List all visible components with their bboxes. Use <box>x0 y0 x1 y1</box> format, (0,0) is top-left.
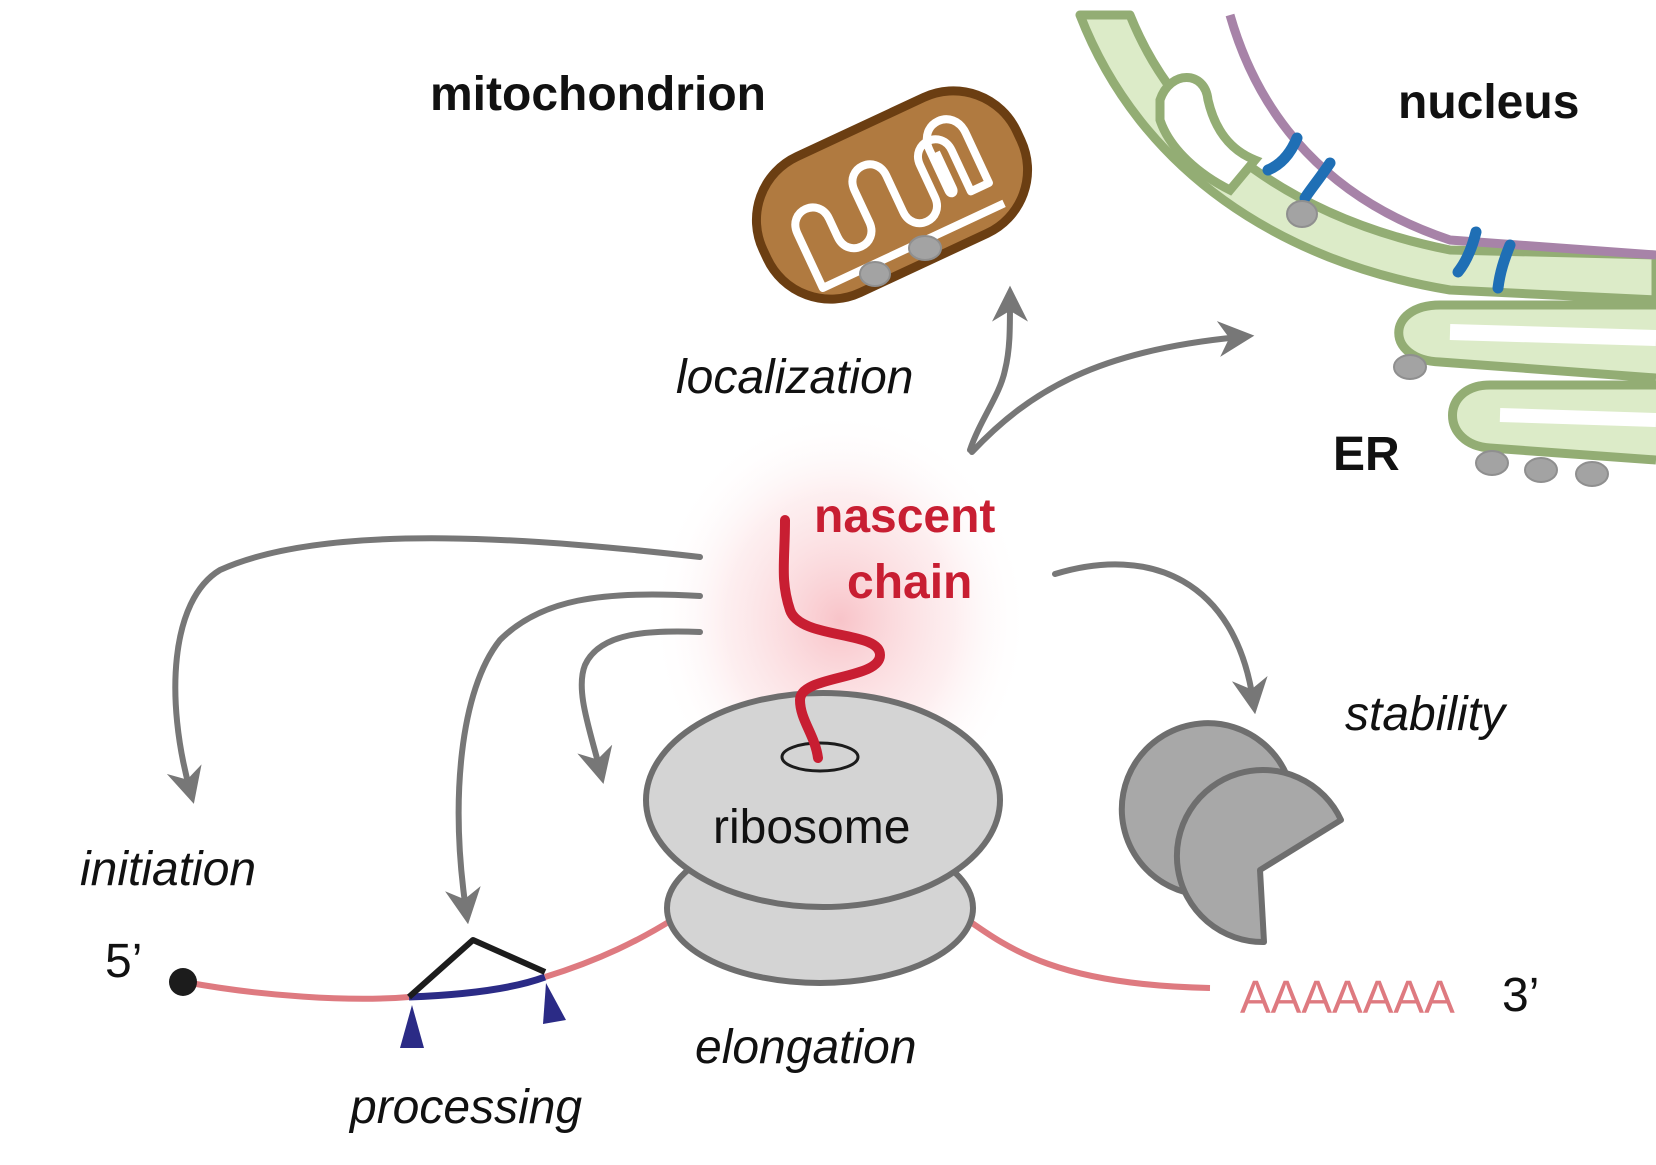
degradation-enzyme-body <box>1173 767 1344 946</box>
mrna-middle-segment <box>544 915 677 980</box>
ribosome-graphic <box>643 690 1003 986</box>
arrow-to-mitochondrion <box>967 285 1028 453</box>
exit-tunnel <box>780 741 860 773</box>
nascent-chain-label-line1: nascent <box>814 490 995 543</box>
poly-a-tail: AAAAAAA <box>1240 971 1455 1023</box>
mitochondrion-ribosomes <box>859 235 942 287</box>
nuclear-pore-2 <box>1452 226 1516 294</box>
splice-site-marker-right <box>543 983 566 1024</box>
mitochondrion-graphic <box>751 86 1033 304</box>
mrna-3prime-segment <box>963 915 1211 991</box>
er-nucleus-region <box>1075 10 1656 487</box>
nascent-chain-label-line2: chain <box>847 556 972 609</box>
ribosome-large-subunit <box>643 690 1003 910</box>
nuclear-envelope-band <box>1075 10 1656 305</box>
elongation-label: elongation <box>695 1021 917 1074</box>
mitochondrion-label: mitochondrion <box>430 68 766 121</box>
splice-lariat <box>407 937 547 1000</box>
nuclear-membrane <box>1225 13 1656 260</box>
three-prime-label: 3’ <box>1502 969 1539 1022</box>
five-prime-label: 5’ <box>105 935 142 988</box>
arrow-to-elongation <box>577 628 703 784</box>
er-bound-ribosomes <box>1286 200 1609 487</box>
arrow-to-processing <box>445 591 703 925</box>
five-prime-cap <box>169 968 197 996</box>
processing-label: processing <box>348 1081 582 1134</box>
splice-site-marker-left <box>400 1005 424 1048</box>
mitochondrion-cristae <box>791 115 1006 292</box>
stability-label: stability <box>1345 688 1508 741</box>
localization-label: localization <box>676 351 913 404</box>
nuclear-pore-1 <box>1262 132 1336 204</box>
nascent-chain <box>778 515 886 763</box>
mrna-strand <box>169 915 1211 1048</box>
arrow-to-er <box>969 321 1255 455</box>
nucleus-label: nucleus <box>1398 76 1579 129</box>
arrow-to-stability <box>1052 561 1268 715</box>
intron-segment <box>408 973 547 1001</box>
mrna-5prime-segment <box>184 979 410 1002</box>
initiation-label: initiation <box>80 843 256 896</box>
arrow-to-initiation <box>166 535 703 804</box>
ribosome-label: ribosome <box>713 801 910 854</box>
regulatory-arrows <box>166 285 1268 925</box>
er-finger-top <box>1155 73 1263 196</box>
er-label: ER <box>1333 428 1400 481</box>
